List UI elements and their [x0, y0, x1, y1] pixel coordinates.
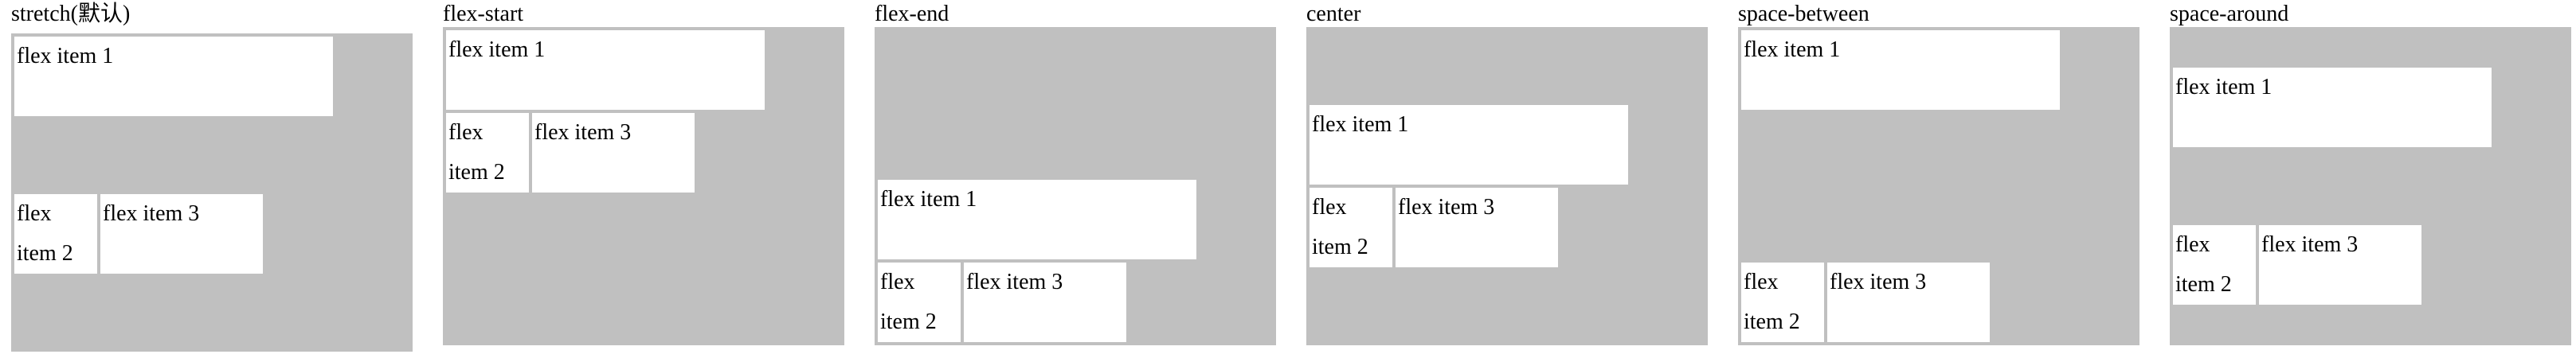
panel-title: space-around — [2170, 2, 2289, 26]
panel-stretch: stretch(默认) flex item 1 flex item 2 flex… — [11, 0, 413, 358]
flex-container: flex item 1 flex item 2 flex item 3 — [1306, 27, 1708, 345]
flex-item-3: flex item 3 — [1826, 261, 1991, 344]
flex-item-3: flex item 3 — [962, 261, 1128, 344]
flex-container: flex item 1 flex item 2 flex item 3 — [1738, 27, 2139, 345]
flex-item-3: flex item 3 — [99, 193, 264, 275]
panel-title: flex-end — [875, 2, 949, 26]
panel-space-between: space-between flex item 1 flex item 2 fl… — [1738, 0, 2139, 358]
flex-item-3: flex item 3 — [530, 111, 696, 194]
panel-space-around: space-around flex item 1 flex item 2 fle… — [2170, 0, 2571, 358]
panel-title: flex-start — [443, 2, 524, 26]
panel-title: space-between — [1738, 2, 1869, 26]
flex-item-2: flex item 2 — [1308, 186, 1394, 269]
panel-title: center — [1306, 2, 1361, 26]
flex-container: flex item 1 flex item 2 flex item 3 — [443, 27, 844, 345]
flex-item-1: flex item 1 — [1740, 29, 2061, 111]
flex-item-3: flex item 3 — [1394, 186, 1560, 269]
flex-item-1: flex item 1 — [444, 29, 766, 111]
flex-container: flex item 1 flex item 2 flex item 3 — [11, 33, 413, 352]
flex-container: flex item 1 flex item 2 flex item 3 — [875, 27, 1276, 345]
panel-flex-end: flex-end flex item 1 flex item 2 flex it… — [875, 0, 1276, 358]
flex-container: flex item 1 flex item 2 flex item 3 — [2170, 27, 2571, 345]
flex-item-2: flex item 2 — [444, 111, 530, 194]
flex-item-1: flex item 1 — [13, 35, 335, 118]
flex-item-1: flex item 1 — [876, 178, 1198, 261]
flex-item-2: flex item 2 — [13, 193, 99, 275]
flex-item-2: flex item 2 — [1740, 261, 1826, 344]
panel-title: stretch(默认) — [11, 2, 131, 26]
flex-item-2: flex item 2 — [2171, 224, 2257, 306]
panel-center: center flex item 1 flex item 2 flex item… — [1306, 0, 1708, 358]
flex-item-1: flex item 1 — [2171, 66, 2493, 149]
flex-item-3: flex item 3 — [2257, 224, 2423, 306]
panel-flex-start: flex-start flex item 1 flex item 2 flex … — [443, 0, 844, 358]
flex-item-1: flex item 1 — [1308, 103, 1630, 186]
flex-item-2: flex item 2 — [876, 261, 962, 344]
